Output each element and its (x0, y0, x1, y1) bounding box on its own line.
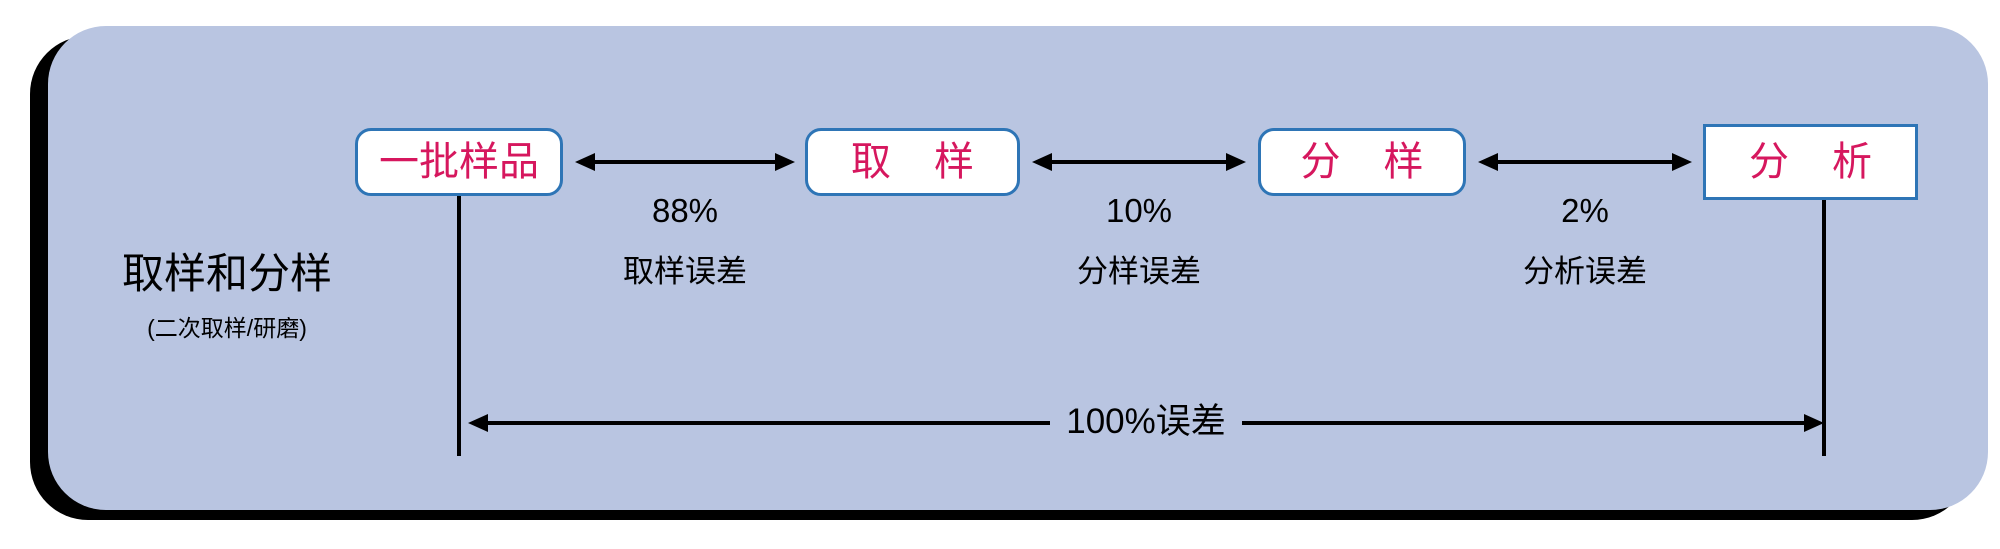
node-batch[interactable]: 一批样品 (355, 128, 563, 196)
diagram-subtitle: (二次取样/研磨) (147, 315, 307, 341)
node-divide[interactable]: 分 样 (1258, 128, 1466, 196)
total-span-arrow-right (1242, 411, 1824, 435)
double-arrow-icon-1 (575, 150, 795, 174)
caption-block: 取样和分样 (二次取样/研磨) (62, 248, 392, 342)
diagram-title: 取样和分样 (121, 250, 332, 297)
gap-label-3: 2% 分析误差 (1478, 192, 1692, 290)
double-arrow-icon-3 (1478, 150, 1692, 174)
node-divide-label: 分 样 (1300, 140, 1440, 184)
extension-line-right (1822, 200, 1826, 456)
total-span-label: 100%误差 (1066, 402, 1226, 441)
gap-percent-1: 88% (651, 192, 719, 229)
gap-error-1: 取样误差 (623, 254, 747, 289)
diagram-panel (48, 26, 1988, 510)
gap-label-2: 10% 分样误差 (1032, 192, 1246, 290)
node-analyze[interactable]: 分 析 (1703, 124, 1918, 200)
total-span-arrow-left (468, 411, 1050, 435)
gap-error-2: 分样误差 (1077, 254, 1201, 289)
node-sampling[interactable]: 取 样 (805, 128, 1020, 196)
node-sampling-label: 取 样 (850, 140, 991, 184)
gap-error-3: 分析误差 (1523, 254, 1647, 289)
extension-line-left (457, 196, 461, 456)
node-batch-label: 一批样品 (379, 140, 539, 184)
gap-percent-2: 10% (1105, 192, 1173, 229)
double-arrow-icon-2 (1032, 150, 1246, 174)
gap-label-1: 88% 取样误差 (575, 192, 795, 290)
gap-percent-3: 2% (1561, 192, 1609, 229)
node-analyze-label: 分 析 (1748, 140, 1889, 184)
